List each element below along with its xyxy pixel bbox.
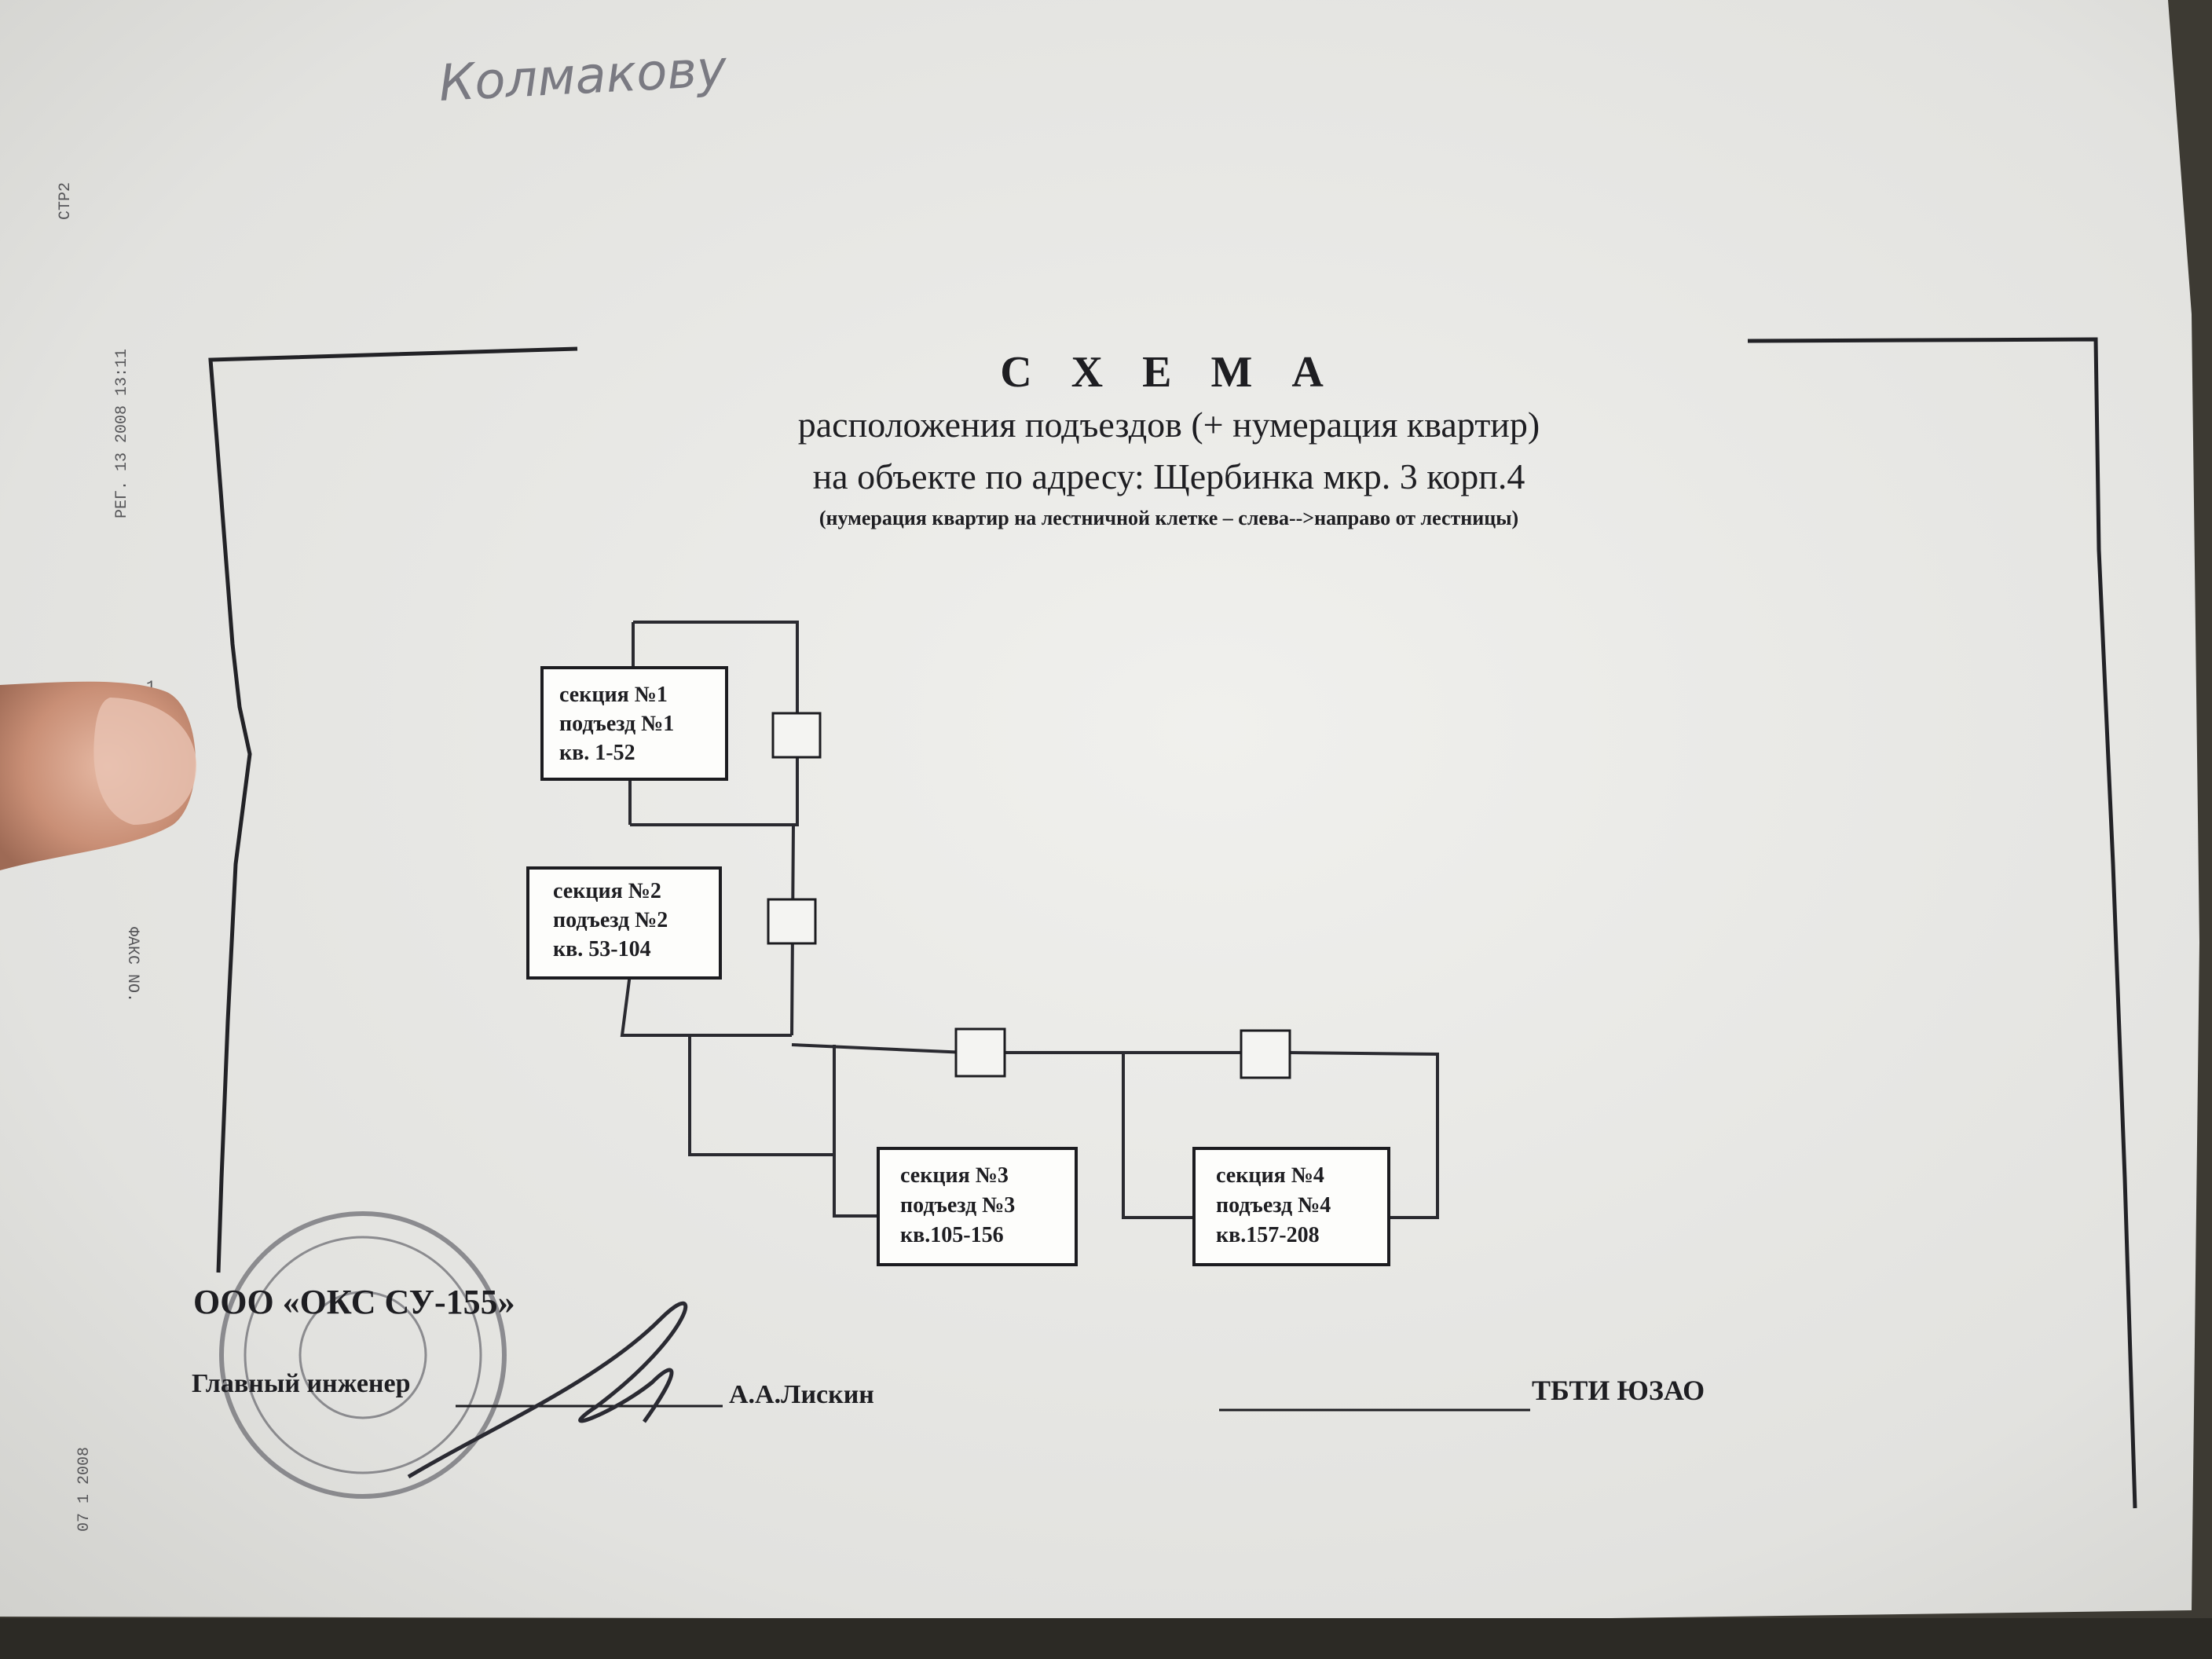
company-name: ООО «ОКС СУ-155» [193, 1283, 515, 1321]
section-box-3: секция №3 подъезд №3 кв.105-156 [877, 1147, 1078, 1266]
section-box-2: секция №2 подъезд №2 кв. 53-104 [526, 866, 722, 980]
building-plan [620, 621, 1439, 1219]
document-title: С Х Е М А [1000, 348, 1338, 397]
section-1-line2: подъезд №1 [559, 712, 674, 736]
section-4-line1: секция №4 [1216, 1163, 1324, 1188]
section-2-line3: кв. 53-104 [553, 937, 651, 961]
document-subtitle-2: на объекте по адресу: Щербинка мкр. 3 ко… [813, 456, 1525, 496]
document-note: (нумерация квартир на лестничной клетке … [819, 507, 1518, 529]
section-3-line1: секция №3 [900, 1163, 1009, 1188]
section-2-line1: секция №2 [553, 879, 661, 903]
handwritten-signature [407, 1301, 688, 1479]
section-1-line1: секция №1 [559, 683, 668, 707]
staircase-4 [1240, 1029, 1291, 1079]
document-subtitle-1: расположения подъездов (+ нумерация квар… [798, 405, 1540, 445]
staircase-2 [767, 898, 817, 945]
table-edge [0, 1618, 2212, 1659]
frame-left [208, 346, 578, 1273]
staircase-1 [771, 712, 822, 759]
fax-number-text: ФАКС NO. [123, 927, 141, 1002]
signatory-position: Главный инженер [192, 1369, 411, 1398]
section-3-line2: подъезд №3 [900, 1193, 1015, 1218]
round-stamp [219, 1211, 507, 1499]
fax-bottom-text: 07 1 2008 [75, 1447, 93, 1532]
building-corridor [791, 1043, 1439, 1219]
paper-sheet [0, 0, 2199, 1620]
section-box-1: секция №1 подъезд №1 кв. 1-52 [540, 666, 728, 781]
section-4-line2: подъезд №4 [1216, 1193, 1331, 1218]
building-wing-divider [1122, 1053, 1194, 1219]
building-junction [688, 1037, 880, 1218]
fax-reg-text: РЕГ. 13 2008 13:11 [113, 349, 131, 518]
section-2-line2: подъезд №2 [553, 908, 668, 932]
building-wing-mid [628, 779, 796, 1036]
tbti-org: ТБТИ ЮЗАО [1532, 1375, 1705, 1406]
section-4-line3: кв.157-208 [1216, 1223, 1320, 1247]
building-wing-mid-left-wall [620, 973, 792, 1037]
section-3-line3: кв.105-156 [900, 1223, 1004, 1247]
section-box-4: секция №4 подъезд №4 кв.157-208 [1192, 1147, 1390, 1266]
fingernail [93, 698, 197, 825]
staircase-3 [954, 1027, 1006, 1078]
signatory-name: А.А.Лискин [729, 1380, 874, 1409]
frame-right [1747, 337, 2137, 1509]
section-1-line3: кв. 1-52 [559, 741, 635, 765]
fax-page-text: СТР2 [57, 182, 75, 220]
